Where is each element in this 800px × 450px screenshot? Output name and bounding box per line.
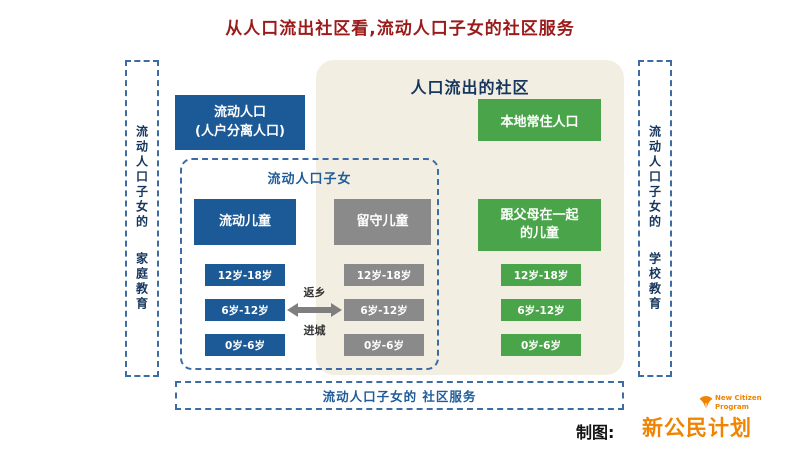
brand-logo: New Citizen Program 新公民计划 [642, 392, 767, 444]
migrant-child-box: 流动儿童 [194, 199, 296, 245]
leftbehind-child-box: 留守儿童 [334, 199, 431, 245]
age-range-migrant-12-18: 12岁-18岁 [205, 264, 285, 286]
arrow-label-return-home: 返乡 [303, 286, 326, 299]
with-parents-line1: 跟父母在一起 [500, 208, 579, 224]
age-range-withparents-0-6: 0岁-6岁 [501, 334, 581, 356]
with-parents-line2: 的儿童 [519, 226, 559, 241]
age-range-withparents-6-12: 6岁-12岁 [501, 299, 581, 321]
side-panel-school-education: 流动人口子女的 学校教育 [638, 60, 672, 377]
migrant-population-line2: (人户分离人口) [195, 123, 285, 139]
migrant-children-group-box: 流动人口子女 [180, 158, 439, 370]
double-arrow-icon [287, 303, 342, 317]
credit-label: 制图: [576, 423, 615, 442]
with-parents-child-box: 跟父母在一起 的儿童 [478, 199, 601, 251]
arrow-label-enter-city: 进城 [303, 324, 326, 337]
age-range-leftbehind-6-12: 6岁-12岁 [344, 299, 424, 321]
side-left-line1: 流动人口子女的 [134, 125, 149, 230]
age-range-leftbehind-0-6: 0岁-6岁 [344, 334, 424, 356]
community-title: 人口流出的社区 [410, 78, 530, 97]
brand-name-chinese: 新公民计划 [642, 416, 752, 440]
ginkgo-leaf-icon [699, 395, 713, 411]
side-panel-family-education: 流动人口子女的 家庭教育 [125, 60, 159, 377]
migrant-population-line1: 流动人口 [213, 105, 266, 121]
age-range-migrant-6-12: 6岁-12岁 [205, 299, 285, 321]
community-service-label: 流动人口子女的 社区服务 [322, 389, 477, 404]
migrant-children-group-label: 流动人口子女 [267, 172, 352, 187]
side-left-line2: 家庭教育 [134, 252, 149, 312]
community-service-box: 流动人口子女的 社区服务 [175, 381, 624, 410]
age-range-withparents-12-18: 12岁-18岁 [501, 264, 581, 286]
age-range-migrant-0-6: 0岁-6岁 [205, 334, 285, 356]
side-right-line1: 流动人口子女的 [647, 125, 662, 230]
page-title: 从人口流出社区看,流动人口子女的社区服务 [225, 19, 575, 39]
age-range-leftbehind-12-18: 12岁-18岁 [344, 264, 424, 286]
side-right-line2: 学校教育 [647, 252, 662, 312]
migrant-population-box: 流动人口 (人户分离人口) [175, 95, 305, 150]
local-residents-box: 本地常住人口 [478, 99, 601, 141]
brand-name-english: New Citizen Program [715, 394, 762, 411]
